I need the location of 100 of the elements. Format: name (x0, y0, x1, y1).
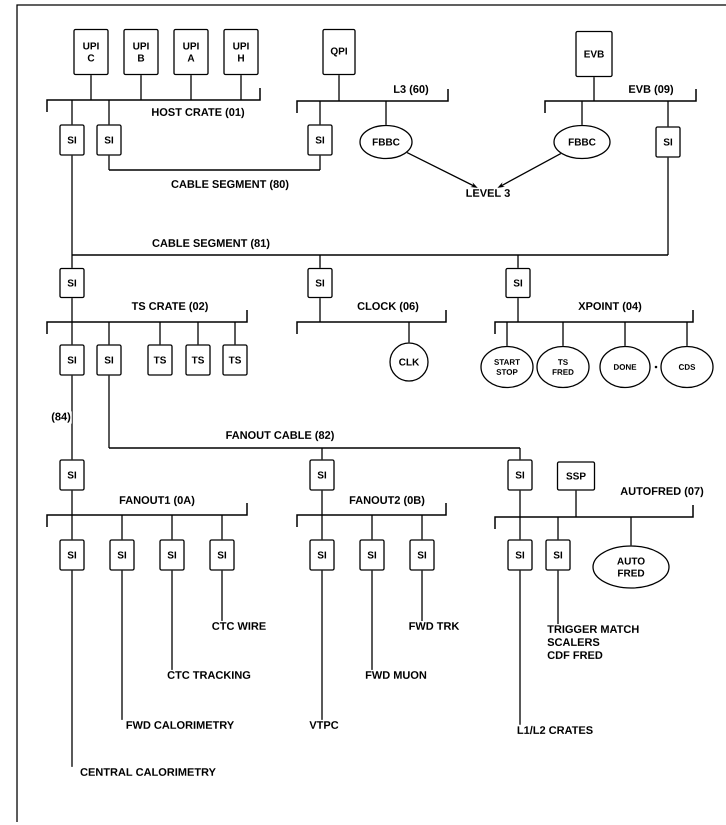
bus-label: CABLE SEGMENT (80) (171, 180, 288, 190)
module-box: SI (96, 344, 122, 376)
ellipse-node: CDS (660, 346, 714, 388)
module-box: SI (59, 268, 85, 298)
connector-line (319, 101, 321, 124)
connector-line (234, 322, 236, 344)
module-box: SI (209, 539, 235, 571)
connector-line (517, 298, 519, 322)
module-box: SI (59, 124, 85, 156)
connector-line (140, 75, 142, 100)
connector-line (190, 75, 192, 100)
connector-line (321, 490, 323, 515)
connector-line (319, 298, 321, 322)
module-box: TS (147, 344, 173, 376)
module-box: UPI C (73, 28, 109, 76)
text-label: VTPC (309, 721, 338, 729)
connector-line (593, 77, 595, 101)
bus-label: FANOUT CABLE (82) (226, 430, 334, 442)
text-label: L1/L2 CRATES (518, 726, 593, 734)
text-label: FWD MUON (366, 671, 426, 679)
connector-line (321, 515, 323, 540)
connector-line (71, 100, 73, 124)
connector-line (630, 517, 632, 546)
module-box: TS (222, 344, 248, 376)
connector-line (108, 376, 110, 448)
module-box: SI (409, 539, 435, 571)
connector-line (686, 322, 688, 346)
text-label: LEVEL 3 (466, 189, 510, 197)
connector-line (108, 322, 110, 344)
bus-label: HOST CRATE (01) (152, 108, 244, 118)
module-box: SI (309, 459, 335, 491)
ellipse-node: FBBC (553, 124, 611, 160)
bus-label: FANOUT1 (0A) (120, 496, 194, 506)
connector-line (667, 158, 669, 255)
module-box: SSP (556, 461, 596, 491)
connector-line (421, 570, 423, 622)
module-box: TS (185, 344, 211, 376)
text-label: TRIGGER MATCH SCALERS CDF FRED (547, 625, 639, 659)
connector-line (108, 100, 110, 124)
connector-line (557, 517, 559, 540)
ellipse-node: START STOP (480, 346, 534, 388)
connector-line (667, 101, 669, 126)
connector-line (159, 322, 161, 344)
module-box: SI (505, 268, 531, 298)
connector-line (71, 298, 73, 322)
connector-line (408, 322, 410, 342)
connector-line (71, 490, 73, 515)
module-box: SI (59, 344, 85, 376)
connector-line (581, 101, 583, 125)
module-box: SI (507, 459, 533, 491)
module-box: SI (59, 539, 85, 571)
module-box: SI (359, 539, 385, 571)
connector-line (171, 570, 173, 670)
connector-line (519, 517, 521, 540)
connector-line (371, 570, 373, 670)
connector-line (71, 570, 73, 767)
module-box: QPI (322, 28, 356, 76)
connector-line (171, 515, 173, 540)
connector-line (562, 322, 564, 346)
ellipse-node: FBBC (359, 124, 413, 160)
module-box: UPI B (123, 28, 159, 76)
module-box: SI (96, 124, 122, 156)
connector-line (321, 448, 323, 460)
ellipse-node: AUTO FRED (592, 545, 670, 589)
connector-line (197, 322, 199, 344)
connector-line (71, 322, 73, 344)
connector-line (121, 570, 123, 720)
connector-line (575, 490, 577, 517)
connector-line (71, 376, 73, 460)
connector-line (240, 75, 242, 100)
text-label: CTC WIRE (212, 622, 266, 630)
connector-line (517, 255, 519, 268)
connector-line (519, 570, 521, 725)
module-box: SI (159, 539, 185, 571)
bus-label: L3 (60) (394, 84, 428, 96)
text-label: CTC TRACKING (168, 671, 250, 679)
connector-line (506, 322, 508, 346)
connector-line (519, 490, 521, 517)
text-label: FWD TRK (409, 622, 460, 630)
bus-label: AUTOFRED (07) (620, 486, 704, 498)
bus-label: XPOINT (04) (578, 302, 642, 312)
module-box: SI (307, 124, 333, 156)
bus-label: CLOCK (06) (358, 302, 418, 312)
module-box: UPI H (223, 28, 259, 76)
ellipse-node: DONE (599, 346, 651, 388)
connector-line (385, 101, 387, 125)
module-box: UPI A (173, 28, 209, 76)
connector-line (108, 156, 110, 170)
connector-line (221, 515, 223, 540)
connector-line (371, 515, 373, 540)
connector-line (321, 570, 323, 720)
module-box: SI (545, 539, 571, 571)
connector-line (557, 570, 559, 624)
connector-line (90, 75, 92, 100)
connector-line (71, 255, 73, 268)
circle-node: CLK (389, 342, 429, 382)
module-box: SI (309, 539, 335, 571)
connector-line (338, 75, 340, 101)
bus-label: FANOUT2 (0B) (350, 496, 424, 506)
ellipse-node: TS FRED (536, 346, 590, 388)
